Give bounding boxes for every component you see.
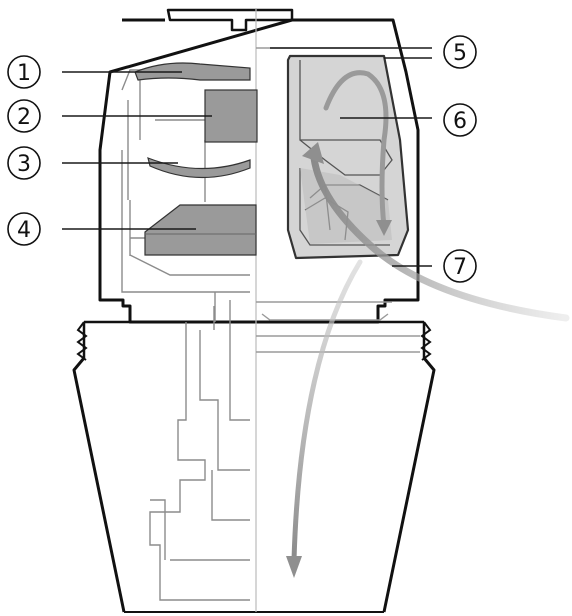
callout-label-3: 3 [17,152,31,177]
callout-4: 4 [7,212,41,246]
callout-1: 1 [7,55,41,89]
callout-label-6: 6 [453,109,467,134]
flow-arrow-outlet-head [286,556,302,578]
callout-label-2: 2 [17,105,31,130]
collar-threads-right [420,321,432,361]
callout-2: 2 [7,99,41,133]
collar-threads-left [76,321,88,361]
left-section-details [121,69,250,601]
callout-circle-icon [443,249,477,283]
callout-6: 6 [443,103,477,137]
callout-circle-icon [7,212,41,246]
component-2-lens-block [204,89,258,143]
callout-circle-icon [7,146,41,180]
component-3-diaphragm [147,157,251,179]
callout-label-7: 7 [453,255,467,280]
flow-arrow-outlet [291,259,363,563]
lower-sleeve [72,357,436,613]
callout-circle-icon [443,103,477,137]
callout-circle-icon [443,35,477,69]
callout-5: 5 [443,35,477,69]
callout-7: 7 [443,249,477,283]
callout-circle-icon [7,55,41,89]
flow-arrow-loop [323,70,389,229]
callout-label-1: 1 [17,61,31,86]
callout-label-5: 5 [453,41,467,66]
flow-arrow-loop-head [376,220,392,236]
flow-arrow-inlet [310,154,570,322]
housing-outline [72,8,436,613]
callout-circle-icon [7,99,41,133]
callout-leaders [62,47,432,267]
component-1-seal [134,62,251,81]
flow-arrow-inlet-head [302,142,324,164]
callout-3: 3 [7,146,41,180]
component-4-base-element [144,204,257,256]
top-cap [166,8,294,32]
threaded-collar [82,320,426,358]
callout-label-4: 4 [17,218,31,243]
